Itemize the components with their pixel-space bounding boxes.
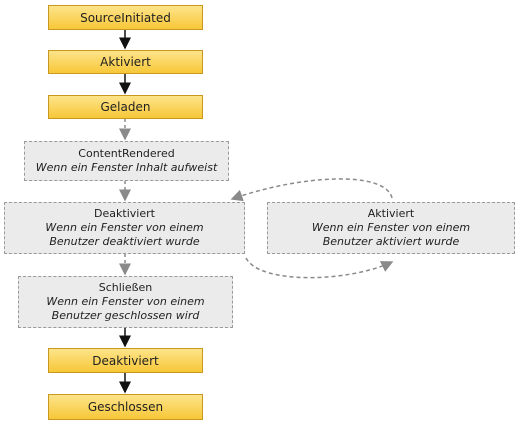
node-aktiviert-label: Aktiviert (100, 55, 151, 69)
node-content-rendered-desc: Wenn ein Fenster Inhalt aufweist (35, 161, 218, 174)
node-aktiviert: Aktiviert (48, 50, 203, 74)
node-geschlossen-label: Geschlossen (87, 400, 164, 414)
node-deaktiviert-side: Deaktiviert Wenn ein Fenster von einem B… (4, 202, 245, 254)
node-geladen: Geladen (48, 95, 203, 119)
arrow-deaktiviert-to-aktiviert-side (245, 257, 394, 279)
node-schliessen-desc2: Benutzer geschlossen wird (51, 309, 200, 322)
node-deaktiviert-label: Deaktiviert (92, 353, 159, 368)
node-aktiviert-side-desc1: Wenn ein Fenster von einem (311, 221, 471, 234)
node-schliessen: Schließen Wenn ein Fenster von einem Ben… (18, 276, 233, 328)
node-content-rendered-label: ContentRendered (78, 147, 175, 160)
arrow-aktiviert-side-to-deaktiviert (230, 178, 393, 202)
node-geladen-label: Geladen (100, 100, 151, 114)
node-content-rendered: ContentRendered Wenn ein Fenster Inhalt … (24, 141, 229, 181)
node-aktiviert-side-desc2: Benutzer aktiviert wurde (322, 235, 460, 248)
node-source-initiated: SourceInitiated (48, 5, 203, 30)
node-aktiviert-side: Aktiviert Wenn ein Fenster von einem Ben… (267, 202, 515, 254)
node-deaktiviert: Deaktiviert (48, 348, 203, 373)
node-schliessen-desc1: Wenn ein Fenster von einem (46, 295, 205, 308)
node-geschlossen: Geschlossen (48, 394, 203, 420)
node-deaktiviert-side-desc2: Benutzer deaktiviert wurde (49, 235, 200, 248)
node-deaktiviert-side-desc1: Wenn ein Fenster von einem (45, 221, 204, 234)
node-aktiviert-side-label: Aktiviert (367, 207, 415, 220)
node-deaktiviert-side-label: Deaktiviert (94, 207, 155, 220)
node-schliessen-label: Schließen (98, 281, 153, 294)
node-source-initiated-label: SourceInitiated (80, 10, 171, 25)
